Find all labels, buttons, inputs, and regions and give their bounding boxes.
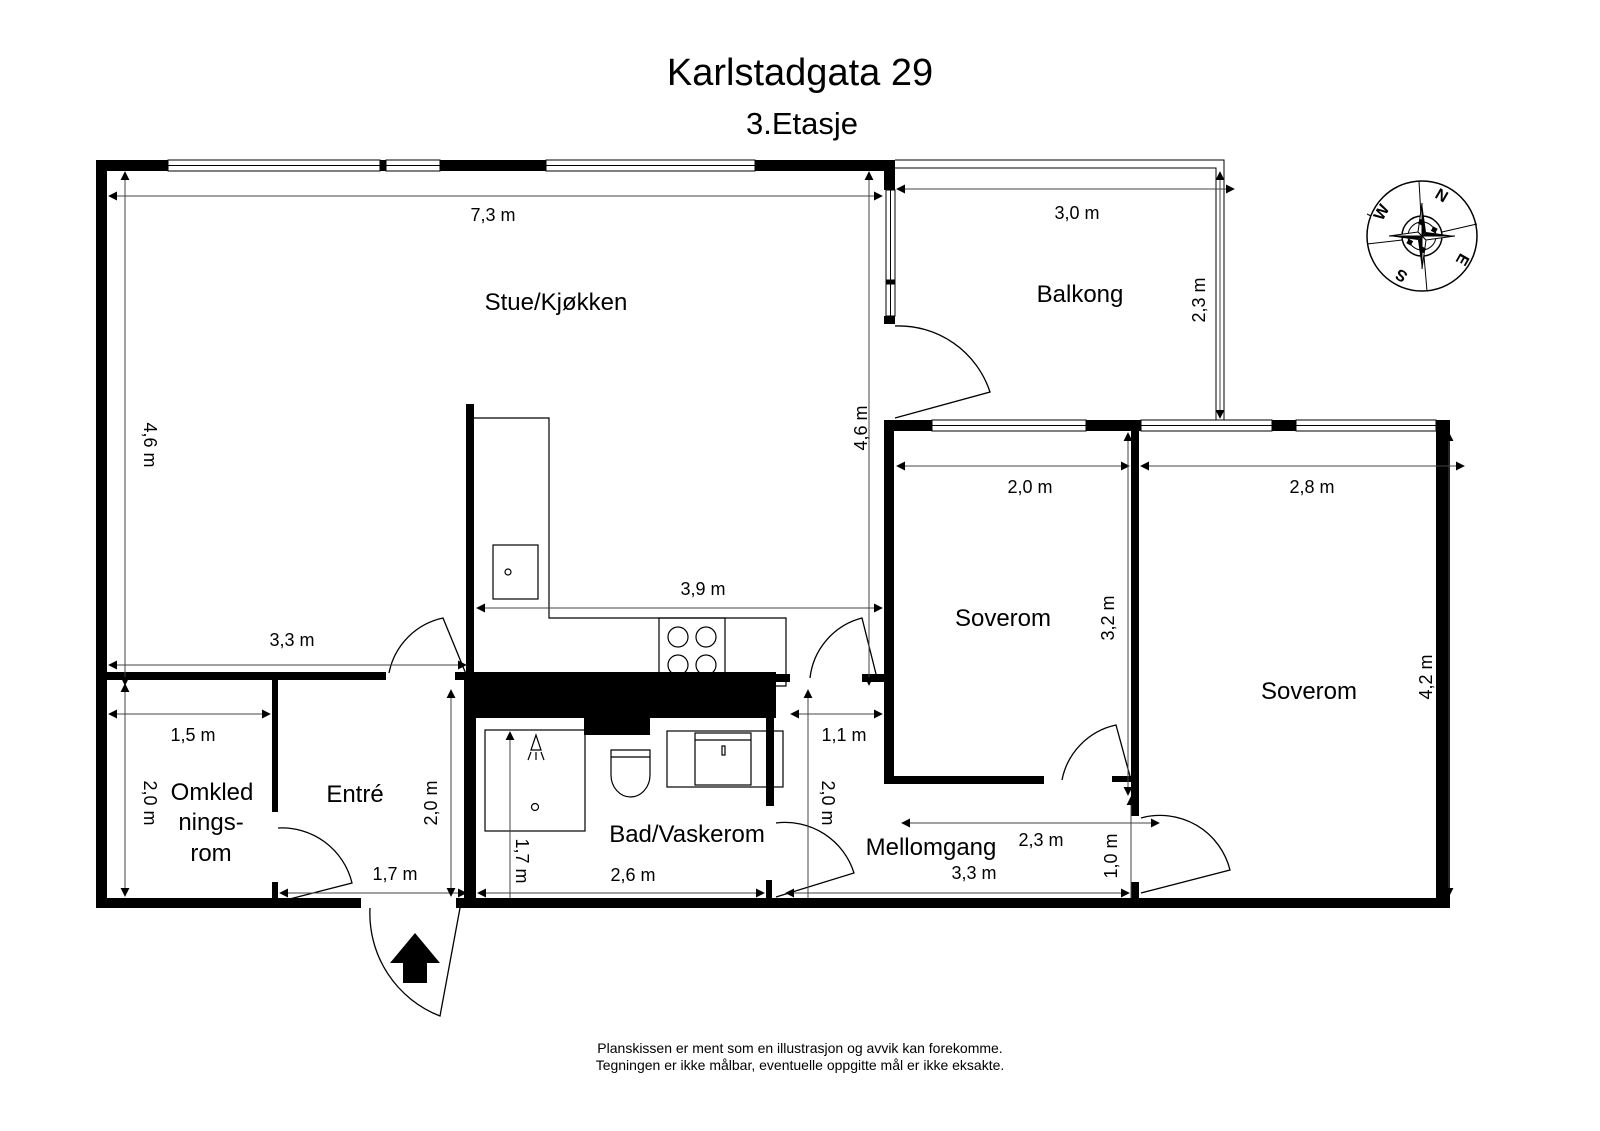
entrance-door xyxy=(369,907,461,1017)
omkled-door xyxy=(277,827,353,903)
dim-bad-depth: 1,7 m xyxy=(512,838,532,883)
sink-icon xyxy=(492,544,539,600)
dim-entre-depth: 2,0 m xyxy=(421,780,441,825)
balcony-door xyxy=(894,325,991,419)
room-label-stue: Stue/Kjøkken xyxy=(485,289,628,316)
dim-mellomgang-width: 3,3 m xyxy=(951,863,996,883)
dim-mellomgang-upper: 1,1 m xyxy=(821,725,866,745)
entrance-arrow-icon xyxy=(390,933,440,983)
windows xyxy=(167,159,1437,432)
dim-soverom2-width: 2,8 m xyxy=(1289,477,1334,497)
washbasin-icon xyxy=(694,732,752,786)
compass-e: E xyxy=(1452,250,1472,268)
toilet-icon xyxy=(610,749,651,798)
dim-kitchen: 3,9 m xyxy=(680,579,725,599)
dim-balkong-width: 3,0 m xyxy=(1054,203,1099,223)
plan-title: Karlstadgata 29 xyxy=(666,52,934,94)
shower-icon xyxy=(484,729,586,832)
dim-soverom2-depth: 4,2 m xyxy=(1416,654,1436,699)
room-label-omkled-1: Omkled xyxy=(171,779,254,806)
washer-icon xyxy=(666,730,784,788)
kitchen-door xyxy=(809,617,878,679)
dim-omkled-width: 1,5 m xyxy=(170,725,215,745)
room-label-bad: Bad/Vaskerom xyxy=(609,821,765,848)
dim-mellomgang-mid: 2,3 m xyxy=(1018,830,1063,850)
room-label-mellomgang: Mellomgang xyxy=(866,834,997,861)
soverom2-door xyxy=(1140,814,1231,894)
dim-mellomgang-end: 1,0 m xyxy=(1101,833,1121,878)
doors xyxy=(277,325,1231,1017)
walls xyxy=(96,160,1450,908)
stove-icon xyxy=(658,617,726,687)
disclaimer-line-2: Tegningen er ikke målbar, eventuelle opp… xyxy=(595,1057,1005,1073)
dim-bad-width: 2,6 m xyxy=(610,865,655,885)
dim-stue-height-right: 4,6 m xyxy=(851,405,871,450)
room-label-soverom-1: Soverom xyxy=(955,605,1051,632)
dim-entre-width: 1,7 m xyxy=(372,864,417,884)
dim-balkong-depth: 2,3 m xyxy=(1189,277,1209,322)
bad-door xyxy=(775,821,855,898)
dimension-lines xyxy=(108,171,1465,907)
dim-omkled-depth: 2,0 m xyxy=(140,780,160,825)
compass-w: W xyxy=(1371,201,1394,223)
dim-stue-lower: 3,3 m xyxy=(269,630,314,650)
compass-n: N xyxy=(1432,186,1451,207)
dim-soverom1-depth: 3,2 m xyxy=(1098,595,1118,640)
compass-s: S xyxy=(1393,265,1411,285)
dim-stue-width: 7,3 m xyxy=(470,205,515,225)
disclaimer-line-1: Planskissen er ment som en illustrasjon … xyxy=(597,1040,1003,1056)
kitchen-fixtures xyxy=(474,417,787,687)
room-label-balkong: Balkong xyxy=(1037,281,1124,308)
room-label-soverom-2: Soverom xyxy=(1261,678,1357,705)
dim-mellomgang-depth: 2,0 m xyxy=(818,780,838,825)
stue-door xyxy=(388,617,467,675)
room-label-omkled-2: nings- xyxy=(178,809,243,836)
disclaimer: Planskissen er ment som en illustrasjon … xyxy=(0,1040,1600,1074)
dim-stue-height-left: 4,6 m xyxy=(140,422,160,467)
bathroom-fixtures xyxy=(484,729,784,832)
floor-label: 3.Etasje xyxy=(745,106,858,141)
room-label-entre: Entré xyxy=(326,781,383,808)
soverom1-door xyxy=(1061,724,1132,781)
room-label-omkled-3: rom xyxy=(190,840,231,867)
compass-rose-icon: N E S W xyxy=(1366,180,1478,292)
dim-soverom1-width: 2,0 m xyxy=(1007,477,1052,497)
